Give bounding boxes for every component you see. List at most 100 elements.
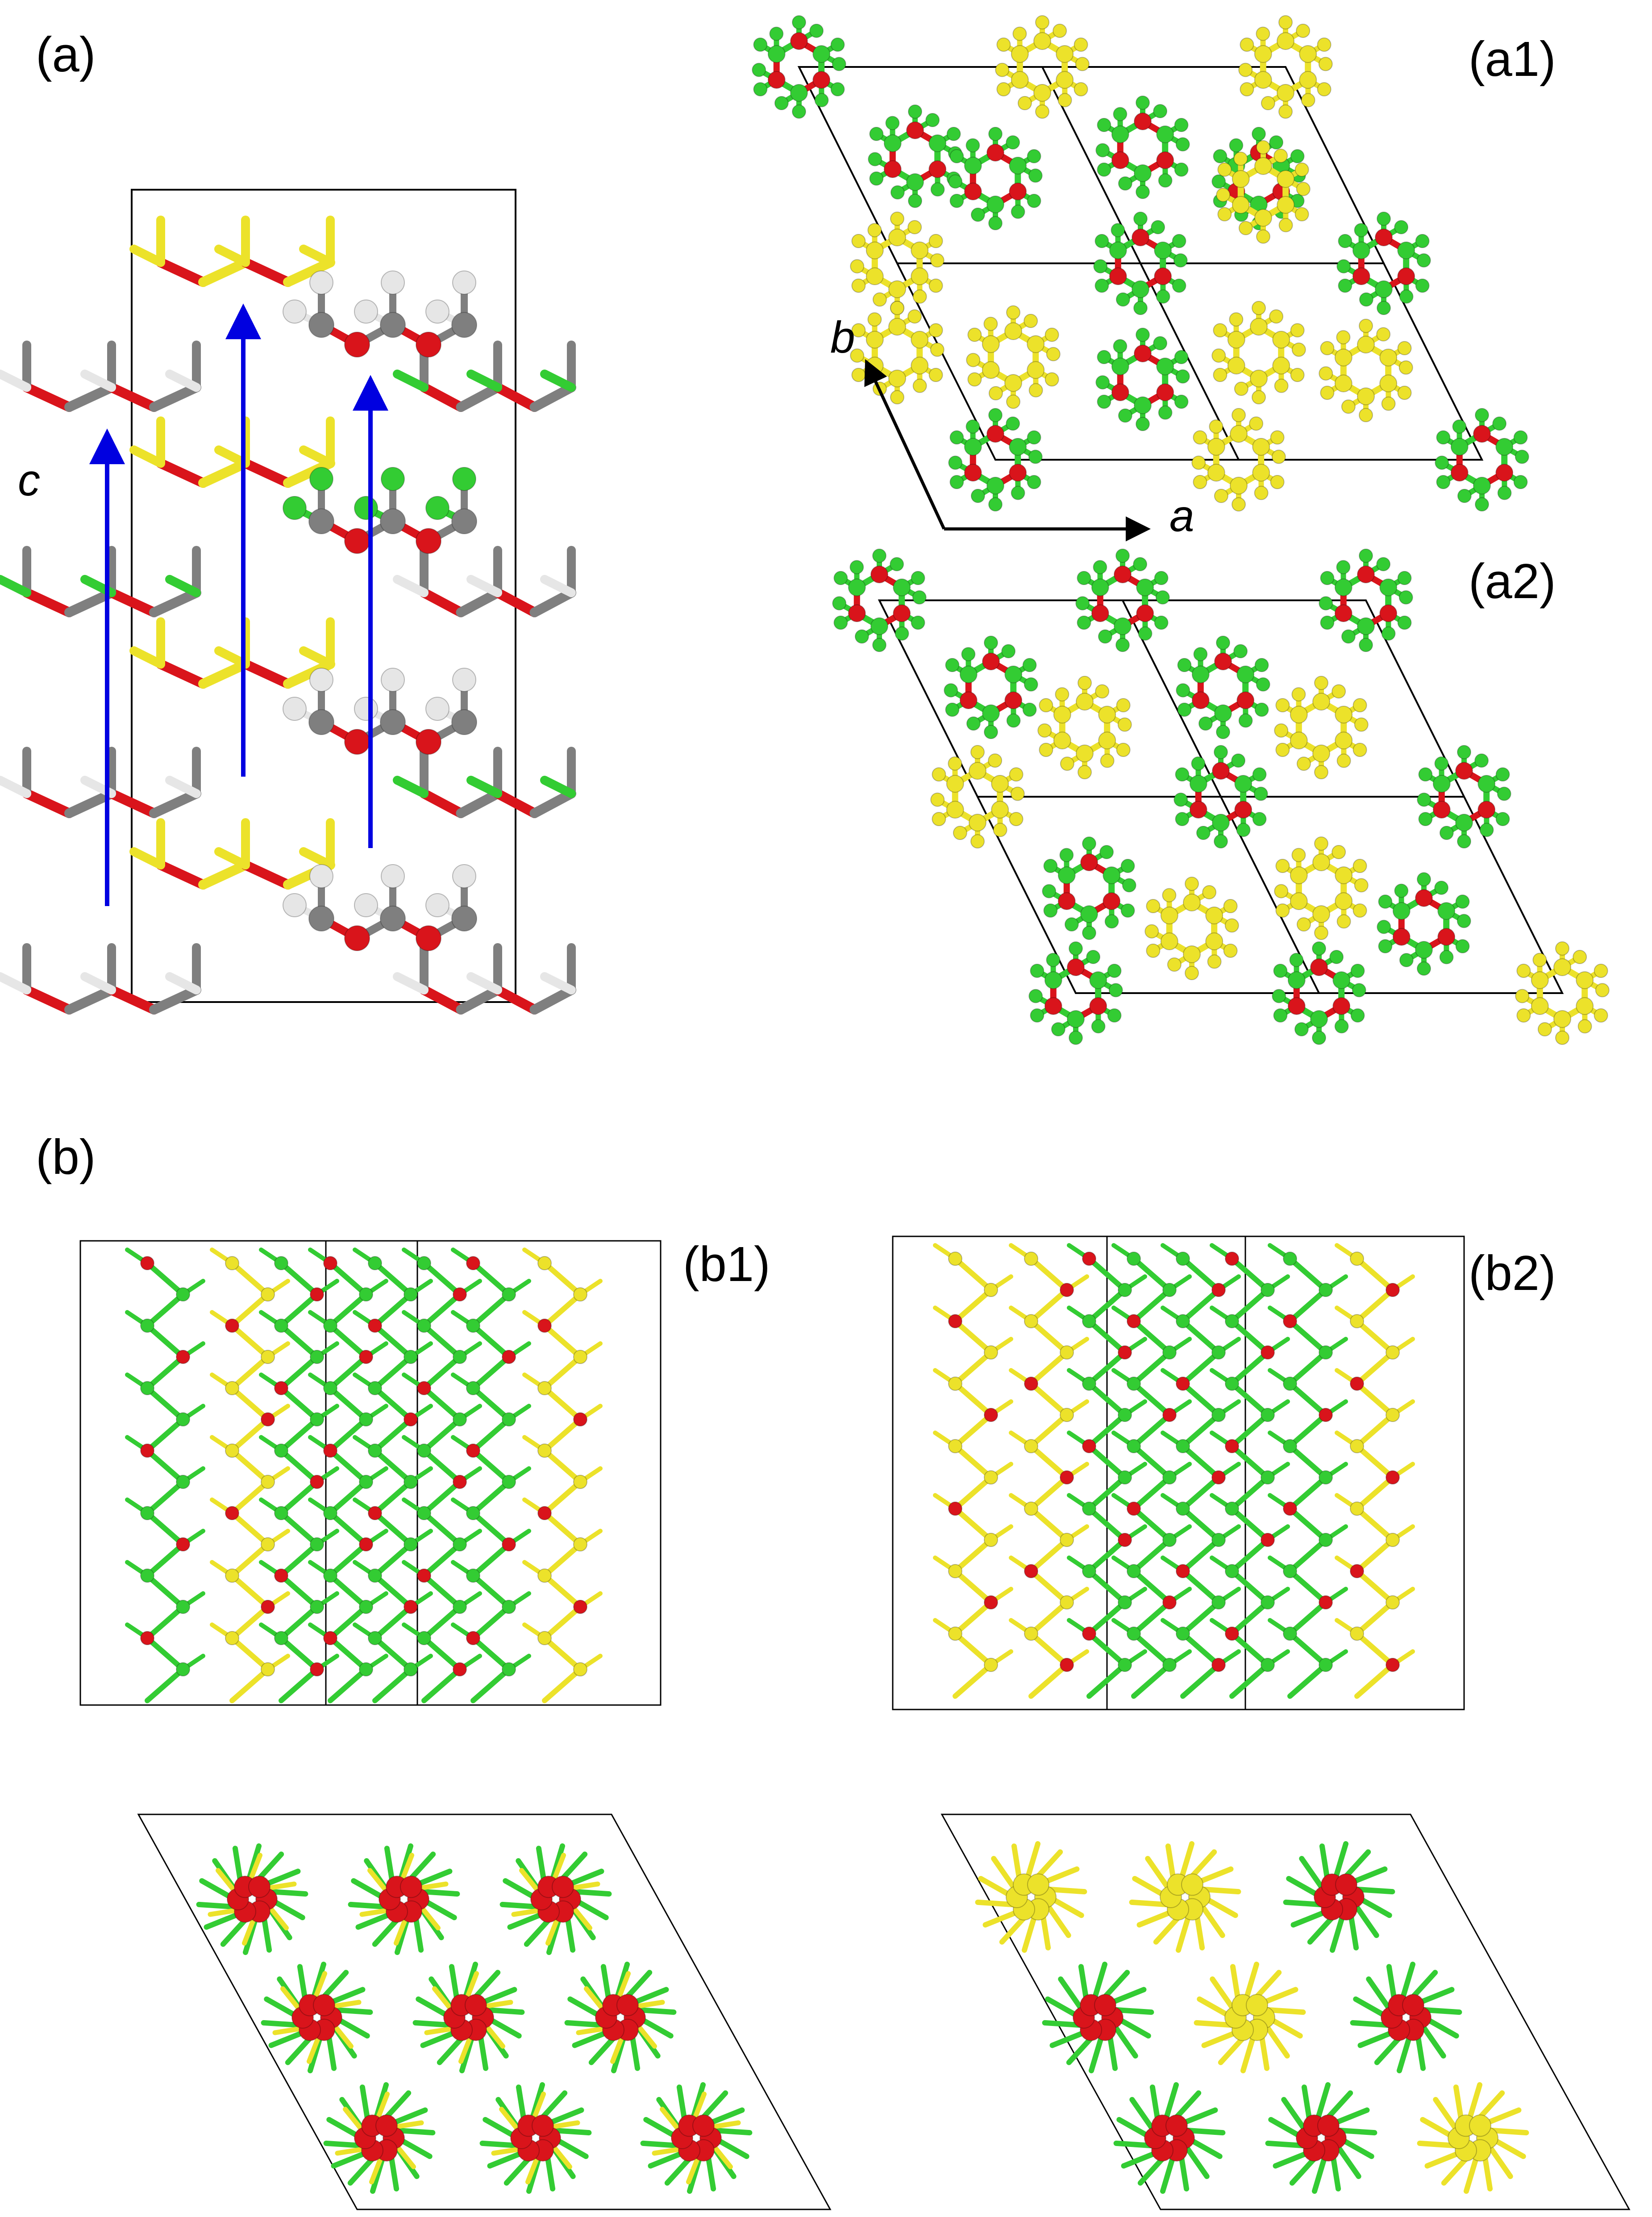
cluster-bond [266, 1888, 308, 1897]
chain-atom [310, 1412, 324, 1427]
ring-atom [1287, 997, 1306, 1015]
substituent-atom [833, 616, 848, 630]
cluster-atom [1181, 1873, 1203, 1896]
cluster-bond [393, 2127, 436, 2136]
substituent-atom [930, 792, 945, 807]
ring-atom [1009, 438, 1027, 456]
cluster-bond [1145, 1856, 1172, 1892]
chain-atom [1176, 1439, 1190, 1453]
substituent-atom [1055, 687, 1069, 702]
chain-atom [310, 1600, 324, 1614]
layer-molecule [129, 818, 335, 890]
substituent-bond [466, 370, 502, 392]
cluster [479, 2082, 592, 2194]
chain-atom [359, 1350, 373, 1364]
chain-bond [1229, 1662, 1270, 1699]
cluster [564, 1961, 677, 2074]
ring-atom [986, 195, 1004, 213]
substituent-atom [1064, 917, 1079, 932]
chain-atom [176, 1662, 190, 1676]
substituent-atom [1289, 953, 1304, 967]
chain-bond [328, 1292, 369, 1328]
substituent-atom [1238, 221, 1253, 236]
chain-bond [953, 1412, 994, 1449]
ring-atom [1473, 425, 1491, 443]
cluster-bond [1183, 2143, 1210, 2179]
chain-atom [573, 1600, 587, 1614]
substituent-atom [1273, 964, 1288, 978]
chain-atom [537, 1568, 552, 1583]
substituent-atom [1028, 449, 1043, 464]
substituent-atom [1156, 289, 1170, 304]
molecule-ring [995, 15, 1090, 119]
ring-atom [1450, 438, 1469, 456]
chain-atom [1283, 1626, 1297, 1641]
chain-atom [359, 1287, 373, 1302]
substituent-atom [1398, 590, 1413, 605]
chain-atom [225, 1443, 239, 1458]
ring-atom [1009, 183, 1027, 200]
substituent-atom [1177, 703, 1192, 717]
chain-atom [1386, 1533, 1400, 1547]
ring-atom [1114, 617, 1132, 635]
cluster-bond [1352, 1902, 1379, 1938]
substituent-atom [1095, 684, 1110, 699]
substituent-atom [1006, 135, 1020, 150]
chain-bond [1287, 1631, 1328, 1668]
ring-atom [1011, 71, 1029, 89]
ring-atom [1089, 997, 1107, 1015]
cluster [323, 2082, 436, 2194]
chain-bond [1229, 1443, 1270, 1480]
substituent-atom [1296, 182, 1311, 196]
chain-bond [1287, 1506, 1328, 1543]
substituent-atom [1053, 23, 1067, 38]
substituent-atom [1537, 1022, 1552, 1037]
substituent-atom [1074, 82, 1088, 96]
cluster [640, 2082, 753, 2194]
chain-bond [372, 1323, 413, 1360]
substituent-atom [1091, 1019, 1106, 1034]
chain-bond [421, 1479, 462, 1516]
substituent-atom [1497, 486, 1512, 500]
chain-bond [1086, 1287, 1128, 1324]
ring-atom [991, 775, 1009, 793]
axis-label-c: c [18, 455, 40, 505]
cluster-bond [1240, 2032, 1257, 2074]
substituent-atom [1173, 253, 1188, 268]
substituent-atom [1027, 149, 1041, 163]
cluster-atom [375, 2114, 398, 2137]
cluster-bond [323, 2140, 366, 2149]
backbone-atom [380, 508, 406, 534]
ring-atom [888, 370, 906, 387]
molecule-ring [1095, 328, 1190, 431]
chain-bond [1086, 1537, 1128, 1574]
ring-atom [928, 134, 947, 152]
backbone-bond [419, 383, 466, 412]
chain-atom [1024, 1377, 1038, 1391]
substituent-atom [867, 223, 882, 237]
substituent-atom [1077, 571, 1091, 585]
substituent-atom [1415, 279, 1430, 293]
panel-label-b2: (b2) [1469, 1246, 1556, 1301]
substituent-atom [995, 62, 1010, 77]
chain-atom [404, 1350, 418, 1364]
substituent-atom [814, 93, 829, 108]
chain-bond [145, 1573, 186, 1610]
chain-bond [470, 1573, 512, 1610]
ring-atom [1160, 932, 1178, 950]
chain-atom [1060, 1470, 1074, 1485]
substituent-atom [1256, 26, 1270, 41]
layer-molecule [129, 617, 335, 689]
backbone-bond [241, 458, 293, 488]
ring-atom [1033, 32, 1051, 50]
backbone-bond [156, 458, 208, 488]
chain-atom [1225, 1626, 1239, 1641]
substituent-atom [1006, 305, 1020, 320]
cluster-bond [1263, 2022, 1290, 2059]
ring-atom [1091, 604, 1109, 622]
chain-bond [1131, 1662, 1172, 1699]
chain-bond [1086, 1475, 1128, 1511]
chain-bond [1028, 1381, 1069, 1418]
substituent-atom [1213, 323, 1228, 337]
chain-atom [537, 1443, 552, 1458]
